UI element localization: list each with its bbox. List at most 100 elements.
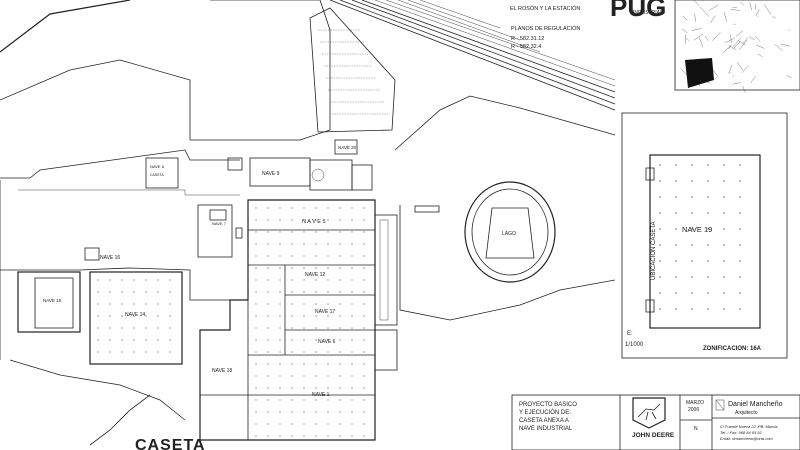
column-dot [707, 244, 709, 246]
column-dot [303, 339, 305, 341]
column-dot [279, 339, 281, 341]
column-dot [255, 435, 257, 437]
column-dot [279, 387, 281, 389]
column-dot [363, 231, 365, 233]
column-dot [303, 351, 305, 353]
map-street [709, 5, 719, 11]
column-dot [351, 435, 353, 437]
column-dot [145, 303, 147, 305]
column-dot [327, 243, 329, 245]
planos-title: PLANOS DE REGULACIÓN [511, 25, 580, 32]
column-dot [169, 327, 171, 329]
column-dot [315, 279, 317, 281]
map-street [725, 37, 736, 44]
column-dot [691, 308, 693, 310]
column-dot [255, 339, 257, 341]
column-dot [739, 308, 741, 310]
column-dot [255, 243, 257, 245]
column-dot [291, 231, 293, 233]
nave12-label: NAVE 12 [305, 272, 325, 278]
column-dot [315, 411, 317, 413]
column-dot [121, 291, 123, 293]
column-dot [255, 219, 257, 221]
column-dot [315, 339, 317, 341]
plano-1: R - 582.31.12 [511, 36, 544, 42]
column-dot [351, 315, 353, 317]
column-dot [279, 219, 281, 221]
header: EL ROSÓN Y LA ESTACIÓN PUG INDUSTRIAL IN… [510, 0, 666, 50]
column-dot [157, 315, 159, 317]
column-dot [327, 291, 329, 293]
column-dot [327, 423, 329, 425]
column-dot [279, 363, 281, 365]
column-dot [121, 327, 123, 329]
map-street [732, 75, 735, 77]
column-dot [267, 375, 269, 377]
column-dot [303, 315, 305, 317]
column-dot [315, 315, 317, 317]
column-dot [659, 292, 661, 294]
zonificacion-label: ZONIFICACION: 16A [703, 346, 762, 352]
column-dot [279, 423, 281, 425]
column-dot [691, 244, 693, 246]
column-dot [255, 375, 257, 377]
column-dot [363, 435, 365, 437]
column-dot [723, 164, 725, 166]
column-dot [109, 315, 111, 317]
column-dot [691, 292, 693, 294]
column-dot [339, 423, 341, 425]
architect-address: C/ Fuente Nueva 22 3ºB. Murcia [720, 424, 778, 429]
map-street [737, 61, 744, 71]
column-dot [339, 339, 341, 341]
column-dot [351, 363, 353, 365]
map-street [681, 28, 688, 34]
column-dot [279, 207, 281, 209]
column-dot [291, 399, 293, 401]
column-dot [267, 291, 269, 293]
column-dot [363, 375, 365, 377]
nave16-label: NAVE 16 [100, 255, 120, 261]
column-dot [363, 423, 365, 425]
site-location-mark [685, 58, 714, 88]
column-dot [327, 363, 329, 365]
map-street [728, 64, 733, 74]
column-dot [315, 423, 317, 425]
date-month: MARZO [686, 400, 704, 406]
column-dot [303, 363, 305, 365]
column-dot [675, 292, 677, 294]
column-dot [363, 339, 365, 341]
column-dot [279, 435, 281, 437]
column-dot [291, 339, 293, 341]
column-dot [291, 243, 293, 245]
column-dot [121, 303, 123, 305]
column-dot [691, 164, 693, 166]
map-street [740, 2, 744, 6]
column-dot [291, 327, 293, 329]
column-dot [351, 411, 353, 413]
column-dot [267, 435, 269, 437]
column-dot [327, 399, 329, 401]
column-dot [109, 279, 111, 281]
column-dot [157, 339, 159, 341]
column-dot [303, 399, 305, 401]
column-dot [363, 315, 365, 317]
nave19-label: NAVE 19 [682, 225, 712, 234]
column-dot [327, 387, 329, 389]
column-dot [339, 315, 341, 317]
column-dot [255, 363, 257, 365]
column-dot [133, 315, 135, 317]
column-dot [303, 243, 305, 245]
column-dot [279, 255, 281, 257]
nave5-label: N A V E 5 [302, 219, 326, 225]
column-dot [707, 164, 709, 166]
column-dot [303, 231, 305, 233]
map-street [757, 53, 763, 57]
column-dot [339, 375, 341, 377]
map-street [737, 40, 746, 45]
column-dot [303, 219, 305, 221]
map-street [738, 39, 748, 50]
column-dot [267, 339, 269, 341]
column-dot [363, 219, 365, 221]
column-dot [327, 327, 329, 329]
date-year: 2006 [688, 407, 699, 413]
